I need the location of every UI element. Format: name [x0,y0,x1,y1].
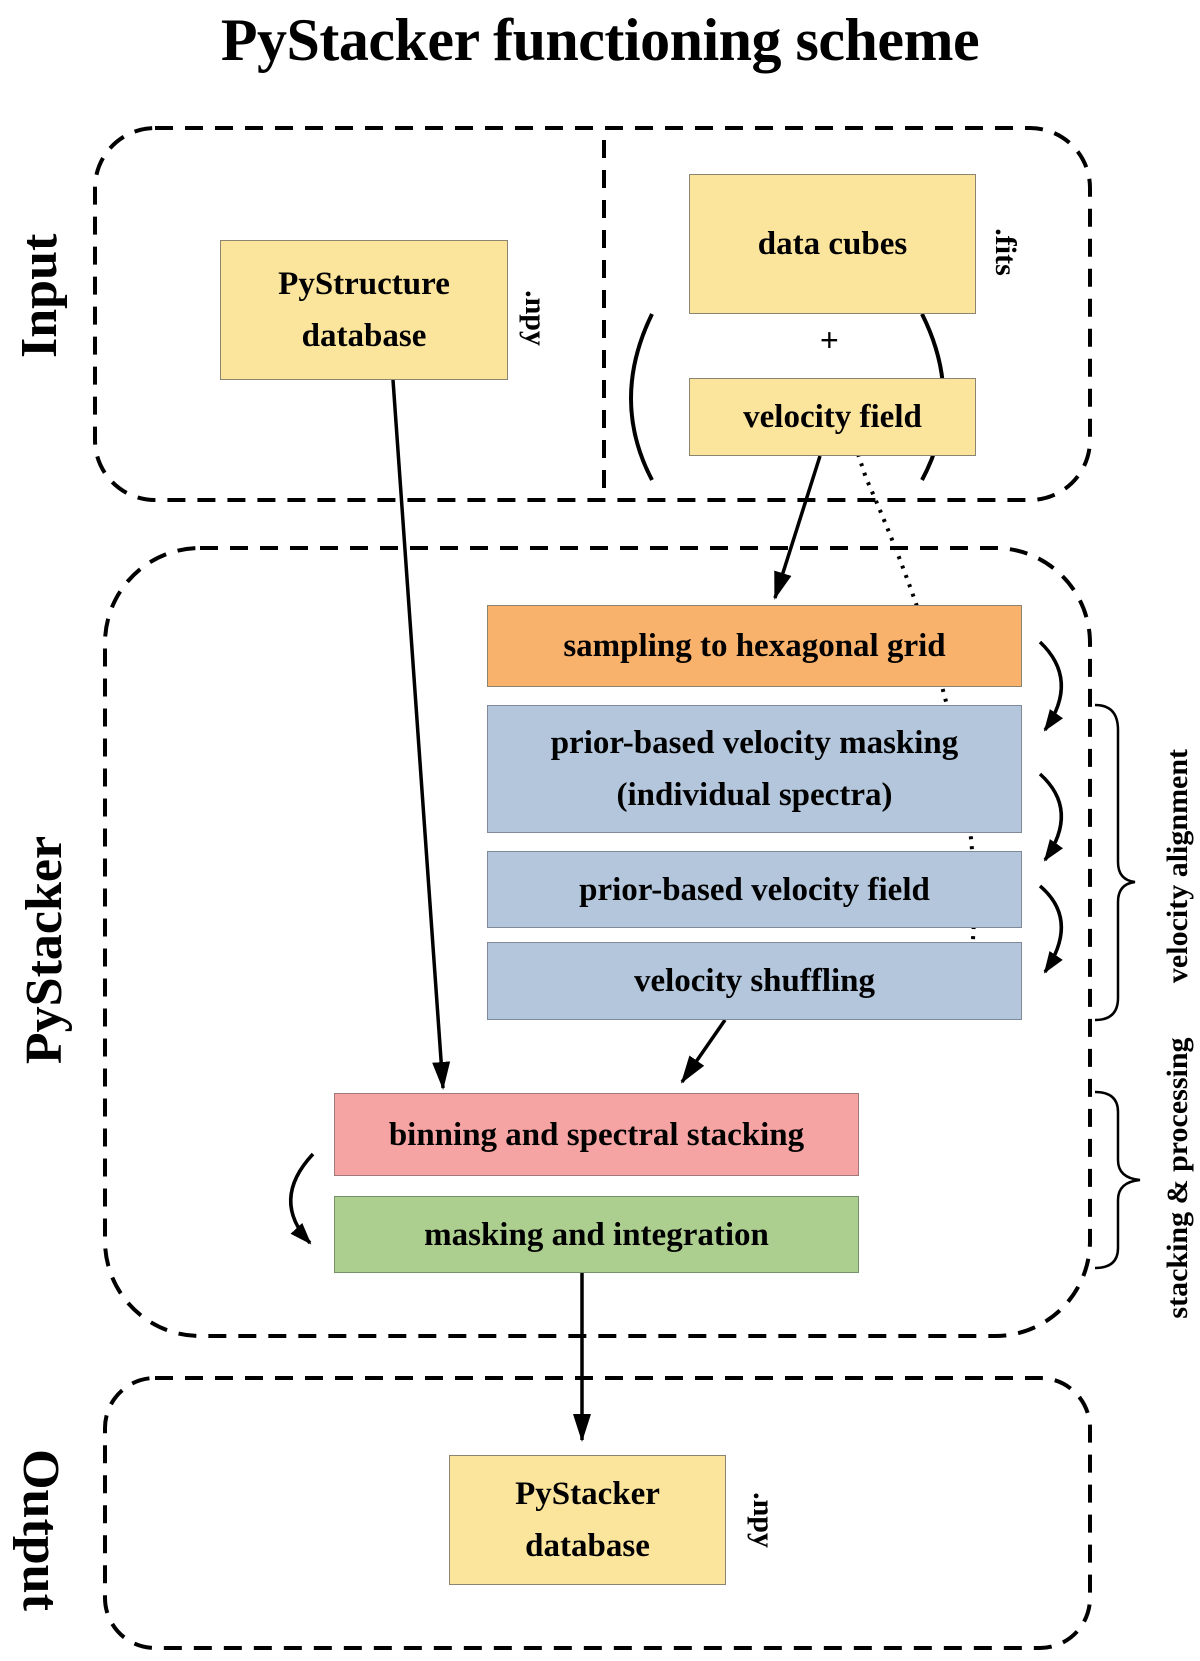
pystacker-db-line1: PyStacker [515,1476,660,1512]
pystacker-region [103,546,1092,1338]
step-masking-integration-box: masking and integration [334,1196,859,1273]
curved-arrow-sampling-to-masking [1038,640,1064,732]
step-binning-stacking-label: binning and spectral stacking [388,1116,805,1153]
brace-velocity-alignment [1094,703,1136,1022]
arrow-pystructure-to-binning [391,379,451,1090]
pystructure-line2: database [301,318,427,354]
velocity-field-label: velocity field [743,399,922,435]
curved-arrow-binning-to-integration [289,1152,315,1245]
page-title: PyStacker functioning scheme [220,7,980,73]
pystructure-ext-label: .npy [519,290,552,346]
step-velocity-shuffling-box: velocity shuffling [487,942,1022,1020]
step-velocity-masking-line1: prior-based velocity masking [550,725,959,761]
data-cubes-box: data cubes [689,174,976,314]
pystructure-database-box: PyStructure database [220,240,508,380]
plus-sign: + [820,322,839,358]
curved-arrow-masking-to-field [1038,772,1064,862]
step-masking-integration-label: masking and integration [424,1216,769,1253]
step-velocity-masking-line2: (individual spectra) [616,777,893,813]
output-region [103,1376,1092,1650]
left-parenthesis [629,313,654,481]
section-label-output: Output [12,1449,69,1611]
arrow-shuffling-to-binning [680,1019,727,1084]
data-cubes-label: data cubes [757,226,908,262]
step-binning-stacking-box: binning and spectral stacking [334,1093,859,1176]
pystacker-database-box: PyStacker database [449,1455,726,1585]
section-label-input: Input [11,233,68,358]
group-label-stacking-processing: stacking & processing [1161,1037,1194,1319]
arrow-velocity-to-sampling [773,455,822,600]
step-velocity-masking-box: prior-based velocity masking (individual… [487,705,1022,833]
velocity-field-box: velocity field [689,378,976,456]
brace-stacking-processing [1094,1090,1141,1270]
input-region [93,126,1092,502]
data-cubes-ext-label: .fits [989,228,1022,276]
pystacker-db-ext-label: .npy [747,1492,780,1548]
step-prior-velocity-field-box: prior-based velocity field [487,851,1022,928]
pystacker-db-line2: database [525,1528,650,1564]
step-velocity-shuffling-label: velocity shuffling [633,963,876,999]
section-label-pystacker: PyStacker [16,835,73,1065]
step-sampling-label: sampling to hexagonal grid [563,628,946,664]
group-label-velocity-alignment: velocity alignment [1161,748,1194,984]
step-sampling-box: sampling to hexagonal grid [487,605,1022,687]
curved-arrow-field-to-shuffling [1038,884,1064,974]
pystructure-line1: PyStructure [278,266,450,302]
step-prior-velocity-field-label: prior-based velocity field [579,871,930,908]
